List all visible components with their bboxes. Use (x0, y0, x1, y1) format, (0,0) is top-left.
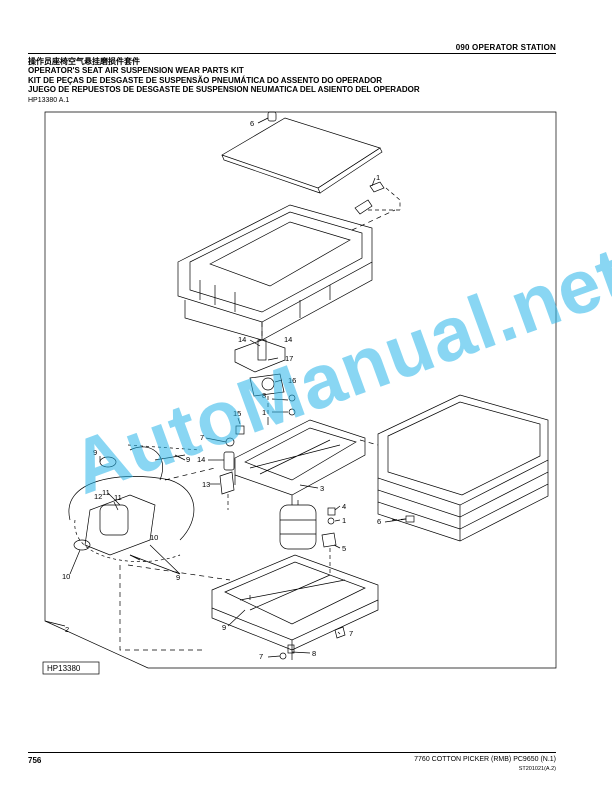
footer-model: 7760 COTTON PICKER (RMB) PC9650 (N.1) (414, 756, 556, 763)
callout-8-mid: 8 (262, 391, 266, 400)
callout-14-top: 14 (238, 335, 246, 344)
callout-4: 4 (342, 502, 346, 511)
callout-1-low: 1 (342, 516, 346, 525)
callout-9-a: 9 (93, 448, 97, 457)
diagram-frame (44, 111, 557, 669)
title-english: OPERATOR'S SEAT AIR SUSPENSION WEAR PART… (28, 66, 244, 76)
figure-label-box: HP13380 (42, 661, 100, 675)
callout-1-top: 1 (376, 173, 380, 182)
callout-11-a: 11 (102, 488, 110, 497)
callout-14-right: 14 (284, 335, 292, 344)
seat-panel (221, 117, 381, 189)
figure-label: HP13380 (47, 664, 81, 673)
callout-6-top: 6 (250, 119, 254, 128)
section-title: 090 OPERATOR STATION (455, 43, 556, 52)
callout-5: 5 (342, 544, 346, 553)
footer-rule (28, 752, 556, 753)
upper-seat-frame (177, 204, 373, 323)
callout-15: 15 (233, 409, 241, 418)
compressor-assembly (84, 494, 156, 556)
callout-8-bottom: 8 (312, 649, 316, 658)
title-block: 操作员座椅空气悬挂磨损件套件 OPERATOR'S SEAT AIR SUSPE… (28, 57, 420, 95)
callout-2: 2 (65, 625, 69, 634)
header-rule (28, 53, 556, 54)
callout-11-b: 11 (114, 493, 122, 502)
callout-17: 17 (285, 354, 293, 363)
cushion-stack (377, 394, 549, 542)
callout-12: 12 (94, 492, 102, 501)
callout-7-bottom: 7 (259, 652, 263, 661)
callout-9-d: 9 (222, 623, 226, 632)
title-spanish: JUEGO DE REPUESTOS DE DESGASTE DE SUSPEN… (28, 85, 420, 95)
callout-6-right: 6 (377, 517, 381, 526)
callout-10-b: 10 (62, 572, 70, 581)
page-number: 756 (28, 756, 42, 765)
callout-7-mid: 7 (200, 433, 204, 442)
callout-16: 16 (288, 376, 296, 385)
callout-14-left: 14 (197, 455, 205, 464)
footer-code: ST201021(A.2) (518, 766, 556, 772)
callout-9-c: 9 (176, 573, 180, 582)
callout-1-mid: 1 (262, 408, 266, 417)
callout-3: 3 (320, 484, 324, 493)
callout-13: 13 (202, 480, 210, 489)
title-chinese: 操作员座椅空气悬挂磨损件套件 (28, 57, 140, 66)
callout-7-low: 7 (349, 629, 353, 638)
figure-reference: HP13380 A.1 (28, 97, 70, 104)
callout-9-b: 9 (186, 455, 190, 464)
air-spring (279, 504, 317, 550)
title-portuguese: KIT DE PEÇAS DE DESGASTE DE SUSPENSÃO PN… (28, 75, 382, 85)
callout-10-a: 10 (150, 533, 158, 542)
